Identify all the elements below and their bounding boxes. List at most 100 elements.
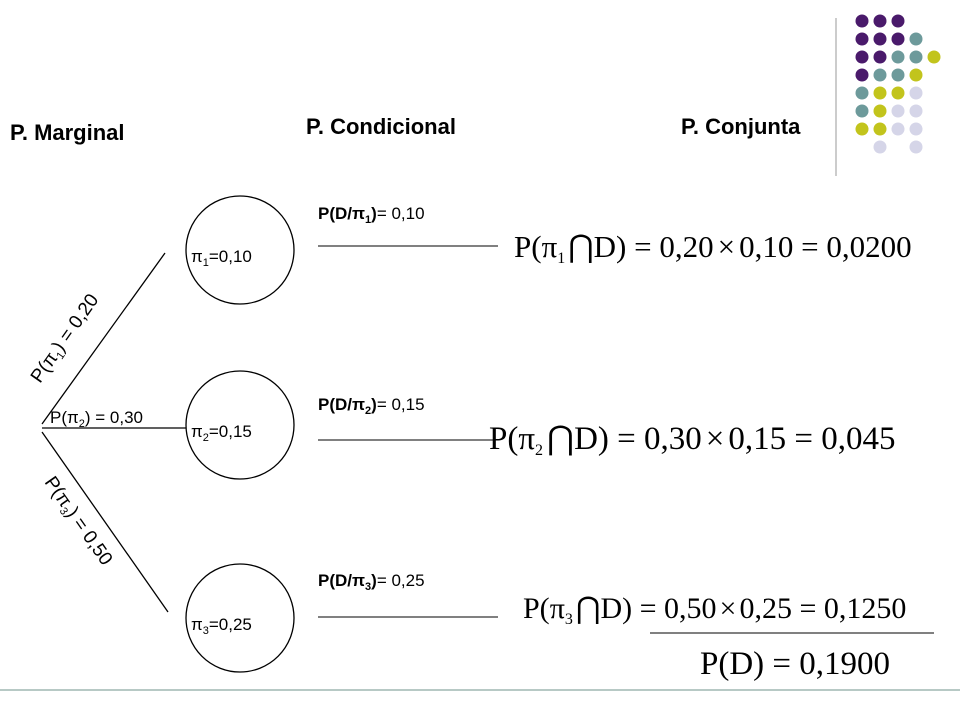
node-label-1: π1=0,10 [191,247,252,269]
decorative-dot [873,140,887,154]
decorative-dot [873,86,887,100]
node-circle-3 [185,563,295,673]
cond-close: ) [371,571,377,590]
decorative-dot [909,104,923,118]
pi-symbol: π [191,615,203,634]
times-icon: × [718,229,735,264]
pi-symbol: π [191,422,203,441]
heading-joint: P. Conjunta [681,114,801,139]
decorative-dot [855,32,869,46]
decorative-dot [891,122,905,136]
decorative-dot-grid [855,14,941,154]
intersection-icon: ⋂ [547,421,574,457]
cond-index: 2 [365,405,371,417]
decorative-dot [909,32,923,46]
node-circle-1 [185,195,295,305]
pi-symbol: π [352,395,365,414]
decorative-dot [855,104,869,118]
formula-rest: 0,25 = 0,1250 [739,592,906,625]
branch-label-2: P(π2) = 0,30 [50,408,143,430]
joint-formula-3: P(π3⋂D) = 0,50×0,25 = 0,1250 [523,592,906,628]
formula-middle: D) = 0,20 [594,229,714,264]
total-probability: P(D) = 0,1900 [700,646,890,682]
decorative-dot [909,86,923,100]
joint-formula-1: P(π1⋂D) = 0,20×0,10 = 0,0200 [514,229,912,267]
pi-symbol: π [550,592,565,625]
node-value: =0,10 [209,247,252,266]
node-label-2: π2=0,15 [191,422,252,444]
decorative-dot [855,68,869,82]
branch-index: 1 [54,350,67,362]
node-label-3: π3=0,25 [191,615,252,637]
times-icon: × [720,592,737,625]
formula-prefix: P( [514,229,542,264]
branch-index: 3 [57,505,70,517]
decorative-dot [909,50,923,64]
node-value: =0,25 [209,615,252,634]
decorative-dot [909,140,923,154]
formula-rest: 0,15 = 0,045 [728,421,895,457]
decorative-dot [855,86,869,100]
branch-suffix: ) = 0,20 [49,290,103,355]
node-circle-2 [185,370,295,480]
decorative-dot [891,86,905,100]
joint-formula-2: P(π2⋂D) = 0,30×0,15 = 0,045 [489,421,896,459]
decorative-dot [891,50,905,64]
branch-suffix: ) = 0,30 [85,408,143,427]
cond-prefix: P(D/ [318,204,352,223]
decorative-dot [891,32,905,46]
intersection-icon: ⋂ [568,229,593,264]
node-index: 3 [203,625,209,637]
formula-rest: 0,10 = 0,0200 [739,229,911,264]
cond-value: = 0,25 [377,571,425,590]
decorative-dot [855,50,869,64]
decorative-dot [873,14,887,28]
formula-prefix: P( [489,421,518,457]
pi-symbol: π [191,247,203,266]
formula-index: 1 [557,250,565,267]
pi-symbol: π [542,229,558,264]
formula-index: 3 [565,611,573,628]
decorative-dot [909,122,923,136]
node-value: =0,15 [209,422,252,441]
cond-index: 3 [365,581,371,593]
cond-value: = 0,10 [377,204,425,223]
decorative-dot [873,104,887,118]
conditional-label-1: P(D/π1)= 0,10 [318,204,425,226]
formula-index: 2 [535,442,543,459]
pi-symbol: π [352,204,365,223]
cond-value: = 0,15 [377,395,425,414]
cond-prefix: P(D/ [318,571,352,590]
cond-index: 1 [365,214,371,226]
branch-prefix: P( [50,408,67,427]
pi-symbol: π [67,408,79,427]
decorative-dot [855,14,869,28]
decorative-dot [873,68,887,82]
decorative-dot [891,104,905,118]
intersection-icon: ⋂ [576,592,601,625]
node-index: 2 [203,432,209,444]
conditional-label-2: P(D/π2)= 0,15 [318,395,425,417]
decorative-dot [873,32,887,46]
decorative-dot [891,68,905,82]
pi-symbol: π [352,571,365,590]
formula-prefix: P( [523,592,550,625]
times-icon: × [706,421,725,457]
decorative-dot [855,122,869,136]
heading-conditional: P. Condicional [306,114,456,139]
decorative-dot [873,122,887,136]
decorative-dot [909,68,923,82]
conditional-label-3: P(D/π3)= 0,25 [318,571,425,593]
cond-close: ) [371,204,377,223]
decorative-dot [927,50,941,64]
cond-prefix: P(D/ [318,395,352,414]
decorative-dot [891,14,905,28]
branch-line-1 [41,252,166,425]
branch-index: 2 [79,418,85,430]
decorative-dot [873,50,887,64]
branch-label-1: P(π1) = 0,20 [27,290,105,388]
branch-suffix: ) = 0,50 [62,504,116,569]
pi-symbol: π [518,421,535,457]
cond-close: ) [371,395,377,414]
